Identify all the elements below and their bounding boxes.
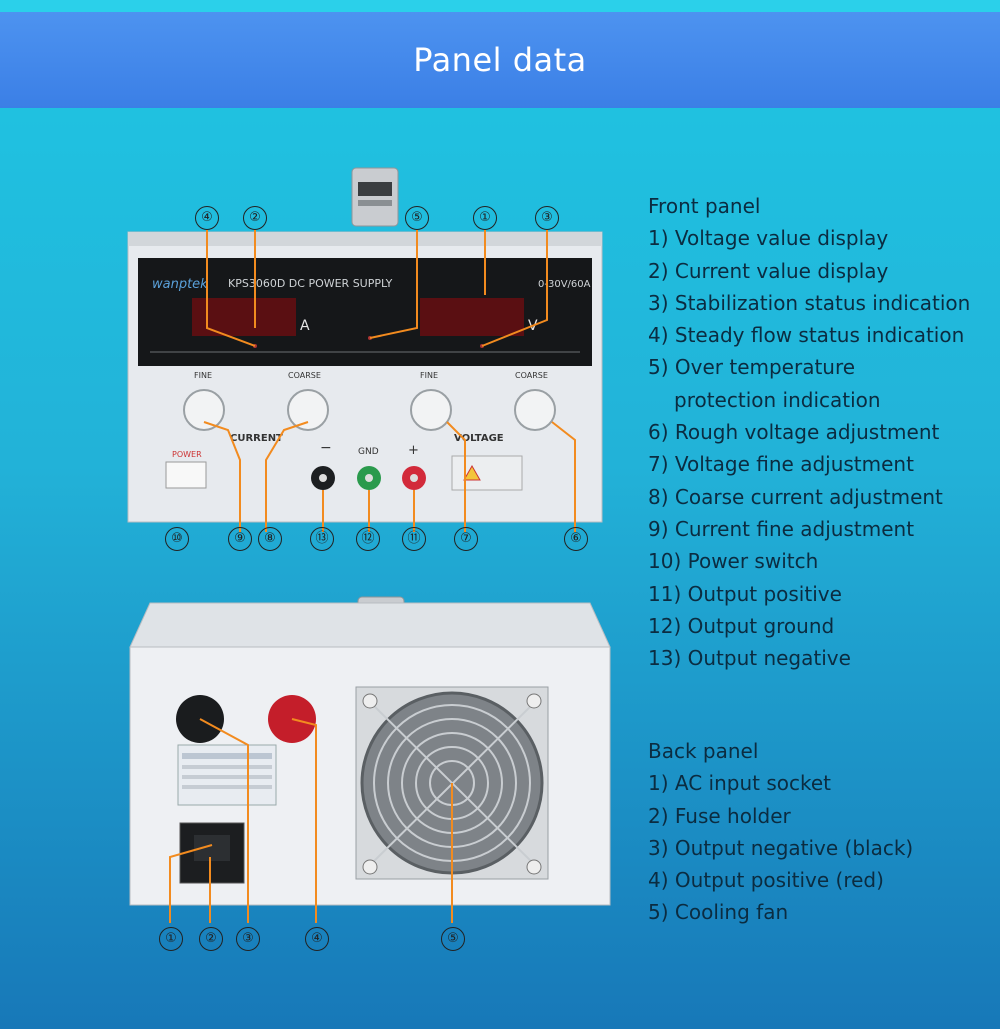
list-item: 12) Output ground [648,613,835,638]
svg-text:GND: GND [358,447,379,457]
list-item: 13) Output negative [648,646,851,671]
front-callout-9: ⑨ [228,527,252,551]
svg-text:COARSE: COARSE [288,371,321,380]
front-callout-7: ⑦ [454,527,478,551]
front-callout-1: ① [473,206,497,230]
front-panel-photo: wanptek KPS3060D DC POWER SUPPLY 0-30V/6… [127,167,603,532]
page-title: Panel data [413,41,587,79]
back-callout-1: ① [159,927,183,951]
front-callout-13: ⑬ [310,527,334,551]
back-callout-4: ④ [305,927,329,951]
list-item: 2) Current value display [648,258,889,283]
back-panel-photo [129,596,611,923]
list-item: 8) Coarse current adjustment [648,484,943,509]
top-strip [0,0,1000,12]
list-item: 4) Steady flow status indication [648,323,965,348]
list-item: 4) Output positive (red) [648,868,884,893]
list-item: 9) Current fine adjustment [648,516,915,541]
list-item: 2) Fuse holder [648,803,791,828]
header-banner: Panel data [0,12,1000,108]
front-panel-list: Front panel 1) Voltage value display 2) … [648,190,970,674]
list-item: 1) Voltage value display [648,226,889,251]
list-item: 5) Cooling fan [648,900,789,925]
brand-logo: wanptek [152,277,208,292]
list-item: 3) Stabilization status indication [648,290,971,315]
list-item-continuation: protection indication [674,387,881,412]
svg-text:CURRENT: CURRENT [230,433,283,444]
back-callout-2: ② [199,927,223,951]
svg-text:POWER: POWER [172,450,202,459]
list-item: 10) Power switch [648,549,819,574]
svg-text:A: A [300,318,310,334]
front-callout-8: ⑧ [258,527,282,551]
range-label: 0-30V/60A [538,279,591,290]
model-label: KPS3060D DC POWER SUPPLY [228,277,393,290]
front-callout-11: ⑪ [402,527,426,551]
svg-text:+: + [408,443,419,458]
back-callout-5: ⑤ [441,927,465,951]
list-item: 1) AC input socket [648,771,832,796]
front-callout-6: ⑥ [564,527,588,551]
svg-text:−: − [320,440,332,456]
svg-text:VOLTAGE: VOLTAGE [454,433,504,444]
list-item: 3) Output negative (black) [648,835,914,860]
back-callout-3: ③ [236,927,260,951]
list-item: 11) Output positive [648,581,842,606]
list-item: 5) Over temperature [648,355,856,380]
back-panel-heading: Back panel [648,739,759,763]
front-callout-2: ② [243,206,267,230]
list-item: 6) Rough voltage adjustment [648,420,940,445]
front-callout-12: ⑫ [356,527,380,551]
front-callout-4: ④ [195,206,219,230]
front-panel-heading: Front panel [648,194,761,218]
front-callout-10: ⑩ [165,527,189,551]
front-callout-3: ③ [535,206,559,230]
back-panel-list: Back panel 1) AC input socket 2) Fuse ho… [648,735,913,929]
svg-text:FINE: FINE [420,371,438,380]
list-item: 7) Voltage fine adjustment [648,452,914,477]
svg-text:FINE: FINE [194,371,212,380]
svg-text:COARSE: COARSE [515,371,548,380]
front-callout-5: ⑤ [405,206,429,230]
